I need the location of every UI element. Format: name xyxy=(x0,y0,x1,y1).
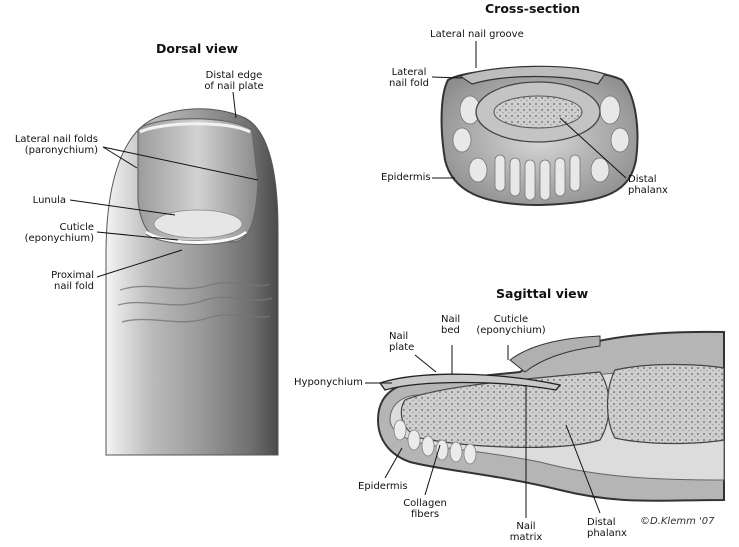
label-proximal-nail-fold: Proximal nail fold xyxy=(51,270,94,292)
label-distal-edge: Distal edge of nail plate xyxy=(204,70,264,92)
label-distal-phalanx-cross: Distal phalanx xyxy=(628,174,668,196)
cross-fat-lobules xyxy=(452,95,630,201)
label-nail-plate: Nail plate xyxy=(389,331,415,353)
dorsal-leader-lines xyxy=(69,91,259,278)
cross-section-heading: Cross-section xyxy=(485,1,581,16)
label-cuticle-dorsal: Cuticle (eponychium) xyxy=(24,222,94,244)
label-epidermis-sagittal: Epidermis xyxy=(358,481,408,492)
artist-signature: ©D.Klemm '07 xyxy=(640,516,715,527)
label-lateral-nail-folds: Lateral nail folds (paronychium) xyxy=(14,134,98,156)
sagittal-leader-lines xyxy=(365,345,601,518)
sagittal-view-heading: Sagittal view xyxy=(496,286,589,301)
sagittal-fat-lobules xyxy=(393,419,477,465)
label-nail-matrix: Nail matrix xyxy=(509,521,543,543)
sagittal-drawing xyxy=(376,330,725,502)
label-lunula: Lunula xyxy=(32,195,66,206)
cross-section-drawing xyxy=(440,65,639,207)
label-lateral-nail-groove: Lateral nail groove xyxy=(430,29,524,40)
label-lateral-nail-fold: Lateral nail fold xyxy=(389,67,429,89)
label-epidermis-cross: Epidermis xyxy=(381,172,431,183)
dorsal-view-heading: Dorsal view xyxy=(156,41,239,56)
label-collagen-fibers: Collagen fibers xyxy=(403,498,447,520)
dorsal-finger-drawing xyxy=(105,108,279,456)
label-nail-bed: Nail bed xyxy=(441,314,461,336)
label-cuticle-sagittal: Cuticle (eponychium) xyxy=(476,314,546,336)
label-distal-phalanx-sagittal: Distal phalanx xyxy=(587,517,627,539)
skin-wrinkles xyxy=(117,282,273,323)
label-hyponychium: Hyponychium xyxy=(294,377,363,388)
cross-leader-lines xyxy=(431,41,627,179)
